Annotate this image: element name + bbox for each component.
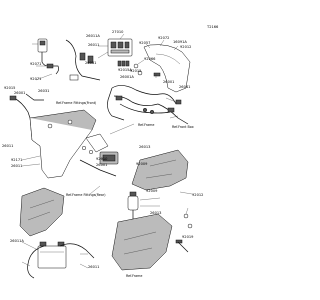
label-92171: 92171 [11,158,22,162]
label-26011-left: 26011 [2,144,13,148]
label-26013-lower: 26013 [150,211,161,215]
label-92012-right: 92012 [192,193,203,197]
clamp-parts [133,63,161,77]
label-92071-left: 92071 [30,62,41,66]
label-92015-mid: 92015 [130,69,141,73]
right-side-fasteners [175,213,193,253]
label-26011-battery: 26011 [88,265,99,269]
label-26001-left: 26001 [14,91,25,95]
label-26011: 26011 [88,43,99,47]
label-16091A: 16091A [173,40,187,44]
meter-cover [143,44,191,93]
parts-diagram-page: T2166 [2,25,219,279]
diagram-code: T2166 [206,25,219,29]
coupler-cluster [65,39,101,81]
label-92009-lower: 92009 [146,189,158,193]
battery [37,241,67,269]
label-26013-upper: 26013 [139,145,150,149]
ref-frame-fittings-front: Ref.Frame Fittings(Front) [56,101,96,105]
label-92019: 92019 [182,235,194,239]
label-92057: 92057 [139,41,150,45]
center-bracket [79,133,117,177]
label-92015A: 92015A [118,68,132,72]
front-box-cover [131,149,189,191]
label-26011A: 26011A [86,34,100,38]
label-92015-left: 92015 [4,86,15,90]
ref-frame-upper: Ref.Frame [138,123,154,127]
label-92009-mid: 92009 [136,162,148,166]
rear-lower-cover [111,213,173,271]
label-26011A-battery: 26011A [10,239,24,243]
rear-frame-bracket [19,187,65,237]
label-26001-right: 26001 [163,80,174,84]
part-number-labels: 26011A 26011 27010 16091A 92072 92012 92… [2,30,203,269]
regulator-module [99,151,119,165]
main-wiring-harness [107,85,189,125]
label-26031-a: 26031 [85,61,96,65]
label-92012-top: 92012 [180,45,191,49]
label-27010: 27010 [112,30,124,34]
ref-frame-fittings-rear: Ref.Frame Fittings(Rear) [66,193,106,197]
label-26011-b: 26011 [11,164,22,168]
label-92066: 92066 [144,57,156,61]
fuse-row [117,60,130,67]
label-26001A: 26001A [120,75,134,79]
ref-front-box: Ref.Front Box [172,125,194,129]
label-92072: 92072 [158,36,169,40]
label-92010: 92010 [96,157,108,161]
battery-cables [27,243,95,279]
label-26031-b: 26031 [38,89,49,93]
label-26001-center: 26001 [96,163,107,167]
reference-labels: Ref.Frame Fittings(Front) Ref.Frame Ref.… [56,101,194,278]
leader-lines [21,33,193,269]
label-26041: 26041 [179,85,190,89]
label-92071-low: 92071 [30,77,41,81]
left-wire-routing [9,93,44,119]
relay-box [107,38,133,57]
electrical-parts-exploded-diagram: T2166 [2,25,219,279]
connector-small [46,63,60,75]
front-frame-bracket [29,109,97,179]
ref-frame-lower: Ref.Frame [126,274,142,278]
